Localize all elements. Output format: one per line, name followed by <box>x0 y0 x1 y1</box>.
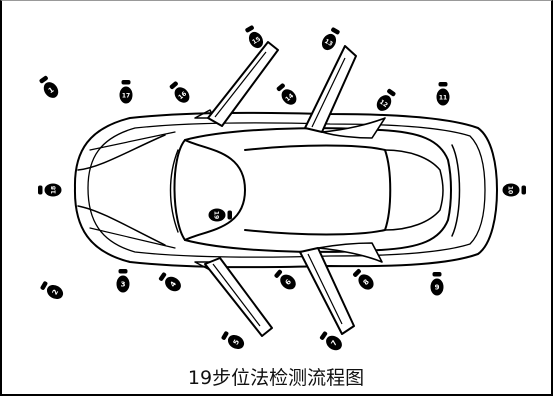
footprint-icon <box>119 86 133 104</box>
car-cabin <box>173 127 452 253</box>
footprint-step-12: 12 <box>376 88 396 111</box>
step-number-label: 17 <box>122 93 130 100</box>
step-number-label: 18 <box>51 186 58 194</box>
footprint-icon <box>227 334 245 350</box>
footprint-heel <box>353 269 361 277</box>
footprint-heel <box>118 269 128 274</box>
footprint-step-10: 10 <box>502 183 526 197</box>
footprint-heel <box>331 27 340 35</box>
footprint-heel <box>227 210 232 220</box>
footprint-heel <box>274 269 283 278</box>
footprint-icon <box>43 82 59 98</box>
step-number-label: 19 <box>213 211 220 219</box>
footprint-icon <box>116 275 130 293</box>
footprint-step-7: 7 <box>319 331 342 351</box>
footprint-heel <box>39 75 48 84</box>
footprint-icon <box>248 31 264 49</box>
step-number-label: 11 <box>439 95 447 102</box>
step-number-label: 15 <box>251 36 262 46</box>
footprint-step-6: 6 <box>274 269 296 290</box>
footprint-heel <box>438 82 448 87</box>
footprint-heel <box>521 185 526 195</box>
windshield <box>184 139 246 241</box>
footprint-icon <box>376 95 392 111</box>
footprint-step-2: 2 <box>40 281 64 300</box>
footprint-step-13: 13 <box>321 27 340 51</box>
footprint-heel <box>38 185 43 195</box>
footprint-icon <box>502 183 520 197</box>
footprint-step-11: 11 <box>436 82 450 106</box>
footprint-step-1: 1 <box>39 75 59 98</box>
footprint-heel <box>245 25 254 33</box>
footprint-heel <box>121 80 131 85</box>
footprint-heel <box>169 81 178 90</box>
footprint-heel <box>432 272 442 277</box>
diagram-caption: 19步位法检测流程图 <box>188 367 364 389</box>
footprint-step-16: 16 <box>169 81 190 103</box>
footprint-heel <box>319 331 328 340</box>
step-number-label: 5 <box>232 338 241 346</box>
step-number-label: 2 <box>51 288 60 296</box>
roof <box>244 144 392 236</box>
step-number-label: 7 <box>330 339 339 348</box>
footprint-icon <box>46 284 64 300</box>
step-number-label: 8 <box>362 278 371 287</box>
step-number-label: 9 <box>435 284 440 292</box>
rear-right-door <box>299 247 355 335</box>
footprint-step-3: 3 <box>116 269 130 293</box>
step-number-label: 1 <box>47 86 56 95</box>
step-number-label: 16 <box>177 90 188 101</box>
footprint-icon <box>280 274 296 290</box>
footprint-heel <box>276 83 285 92</box>
step-number-label: 12 <box>378 99 389 110</box>
step-number-label: 3 <box>121 281 126 289</box>
footprint-step-9: 9 <box>430 272 444 296</box>
footprint-icon <box>358 274 374 290</box>
car-outline <box>73 109 498 271</box>
footprint-step-17: 17 <box>119 80 133 104</box>
car-body <box>73 111 498 269</box>
footprint-heel <box>221 331 229 340</box>
footprint-step-4: 4 <box>158 272 181 292</box>
front-left-door <box>207 41 279 127</box>
step-number-label: 14 <box>284 92 295 103</box>
footprint-step-5: 5 <box>221 331 245 350</box>
footprint-icon <box>436 88 450 106</box>
footprint-step-8: 8 <box>353 269 374 290</box>
footprint-heel <box>387 88 396 97</box>
footprint-icon <box>44 183 62 197</box>
footprint-icon <box>281 89 297 105</box>
step-number-label: 6 <box>284 278 293 287</box>
footprint-icon <box>208 208 226 222</box>
footprint-heel <box>158 272 167 281</box>
footprint-step-14: 14 <box>276 83 297 105</box>
step-number-label: 13 <box>323 38 334 48</box>
step-number-label: 4 <box>169 280 178 289</box>
open-doors <box>204 41 386 337</box>
footprint-step-15: 15 <box>245 25 264 49</box>
footprint-step-19: 19 <box>208 208 232 222</box>
footprint-icon <box>321 33 337 51</box>
footprint-step-18: 18 <box>38 183 62 197</box>
footprint-heel <box>40 281 48 290</box>
footprint-icon <box>165 276 181 292</box>
footprint-icon <box>174 87 190 103</box>
step-number-label: 10 <box>507 186 514 194</box>
footprint-icon <box>326 335 342 351</box>
footprint-icon <box>430 278 444 296</box>
